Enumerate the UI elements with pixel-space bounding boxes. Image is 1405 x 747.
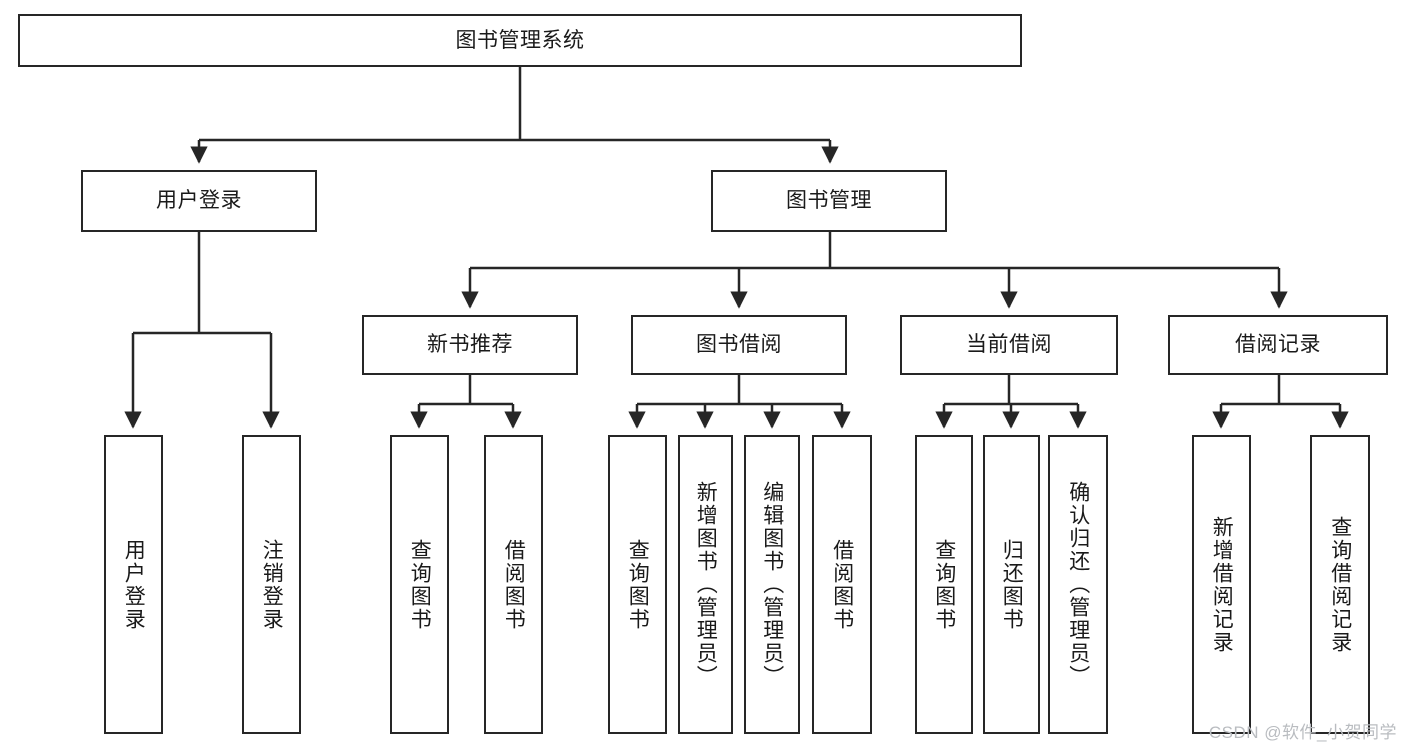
node-leaf-edit-book-admin-label: 编辑图书（管理员） [760,481,784,688]
node-leaf-query-borrow-record-label: 查询借阅记录 [1328,515,1352,654]
node-new-book-recommend[interactable]: 新书推荐 [362,315,578,375]
node-root[interactable]: 图书管理系统 [18,14,1022,67]
node-leaf-borrow-book-2-label: 借阅图书 [830,538,854,631]
node-book-borrow[interactable]: 图书借阅 [631,315,847,375]
node-current-borrow[interactable]: 当前借阅 [900,315,1118,375]
node-leaf-borrow-book-1[interactable]: 借阅图书 [484,435,543,734]
node-leaf-add-book-admin[interactable]: 新增图书（管理员） [678,435,733,734]
node-leaf-return-book[interactable]: 归还图书 [983,435,1040,734]
node-leaf-edit-book-admin[interactable]: 编辑图书（管理员） [744,435,800,734]
node-borrow-record-label: 借阅记录 [1235,333,1321,357]
node-leaf-user-login[interactable]: 用户登录 [104,435,163,734]
node-new-book-recommend-label: 新书推荐 [427,333,513,357]
node-leaf-query-book-1-label: 查询图书 [408,538,432,631]
node-leaf-query-book-3[interactable]: 查询图书 [915,435,973,734]
node-book-manage-label: 图书管理 [786,189,872,213]
node-leaf-user-login-label: 用户登录 [122,538,146,631]
node-leaf-query-book-2[interactable]: 查询图书 [608,435,667,734]
node-leaf-add-borrow-record-label: 新增借阅记录 [1210,515,1234,654]
node-leaf-logout-label: 注销登录 [260,538,284,631]
node-leaf-query-book-3-label: 查询图书 [932,538,956,631]
node-leaf-return-book-label: 归还图书 [1000,538,1024,631]
csdn-watermark: CSDN @软件_小贺同学 [1208,723,1397,742]
node-leaf-add-borrow-record[interactable]: 新增借阅记录 [1192,435,1251,734]
node-leaf-query-book-2-label: 查询图书 [626,538,650,631]
node-current-borrow-label: 当前借阅 [966,333,1052,357]
node-root-label: 图书管理系统 [455,28,585,52]
node-book-manage[interactable]: 图书管理 [711,170,947,232]
node-user-login-label: 用户登录 [156,189,242,213]
node-leaf-query-book-1[interactable]: 查询图书 [390,435,449,734]
node-leaf-query-borrow-record[interactable]: 查询借阅记录 [1310,435,1370,734]
node-leaf-borrow-book-2[interactable]: 借阅图书 [812,435,872,734]
node-leaf-confirm-return-admin[interactable]: 确认归还（管理员） [1048,435,1108,734]
node-book-borrow-label: 图书借阅 [696,333,782,357]
node-user-login[interactable]: 用户登录 [81,170,317,232]
node-leaf-add-book-admin-label: 新增图书（管理员） [694,481,718,688]
node-leaf-borrow-book-1-label: 借阅图书 [502,538,526,631]
node-borrow-record[interactable]: 借阅记录 [1168,315,1388,375]
node-leaf-logout[interactable]: 注销登录 [242,435,301,734]
node-leaf-confirm-return-admin-label: 确认归还（管理员） [1066,481,1090,688]
